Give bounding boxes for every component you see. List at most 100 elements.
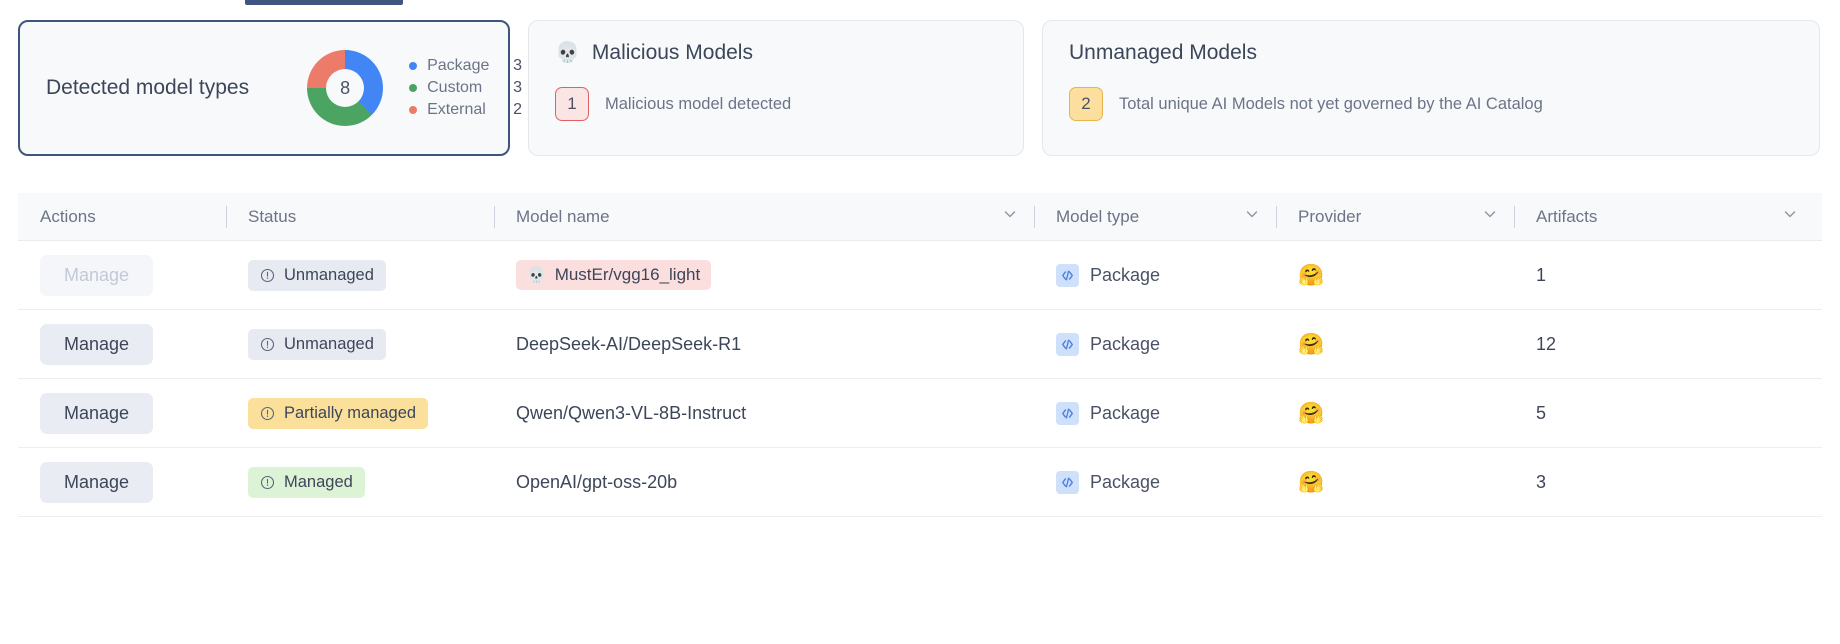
table-row[interactable]: Manage Unmanaged DeepSeek-AI/DeepSeek-R1… bbox=[18, 310, 1822, 379]
status-badge: Unmanaged bbox=[248, 259, 386, 291]
legend-dot-package bbox=[409, 62, 418, 70]
legend-label-custom: Custom bbox=[427, 79, 483, 96]
model-name-text: DeepSeek-AI/DeepSeek-R1 bbox=[516, 333, 742, 354]
cell-status: Partially managed bbox=[226, 379, 494, 447]
column-header-model-type-label: Model type bbox=[1056, 206, 1140, 226]
table-header-row: Actions Status Model name Model type Pro… bbox=[18, 193, 1822, 241]
chevron-down-icon[interactable] bbox=[1244, 206, 1260, 227]
legend-dot-custom bbox=[409, 84, 418, 92]
status-badge-label: Partially managed bbox=[284, 403, 417, 422]
manage-button[interactable]: Manage bbox=[40, 461, 154, 503]
column-header-actions-label: Actions bbox=[40, 206, 96, 226]
model-name-text: MustEr/vgg16_light bbox=[554, 265, 701, 284]
cell-artifacts: 3 bbox=[1514, 448, 1814, 516]
cell-model-type: Package bbox=[1034, 379, 1276, 447]
malicious-model-chip[interactable]: 💀 MustEr/vgg16_light bbox=[516, 260, 712, 290]
status-badge: Managed bbox=[248, 466, 365, 498]
cell-model-type: Package bbox=[1034, 241, 1276, 309]
cell-model-type: Package bbox=[1034, 310, 1276, 378]
column-header-artifacts-label: Artifacts bbox=[1536, 206, 1598, 226]
status-badge-label: Managed bbox=[284, 472, 353, 491]
detected-model-types-title: Detected model types bbox=[46, 76, 250, 99]
cell-model-name: Qwen/Qwen3-VL-8B-Instruct bbox=[494, 379, 1034, 447]
alert-circle-icon bbox=[260, 337, 275, 351]
artifacts-count: 5 bbox=[1536, 402, 1547, 423]
huggingface-icon: 🤗 bbox=[1298, 401, 1325, 425]
table-row[interactable]: Manage Unmanaged 💀 MustEr/vgg16_light Pa… bbox=[18, 241, 1822, 310]
legend-value-custom: 3 bbox=[513, 79, 523, 96]
chevron-down-icon[interactable] bbox=[1482, 206, 1498, 227]
model-types-donut-chart: 8 bbox=[307, 50, 384, 126]
unmanaged-description: Total unique AI Models not yet governed … bbox=[1119, 95, 1543, 113]
legend-label-package: Package bbox=[427, 57, 490, 74]
skull-icon: 💀 bbox=[555, 42, 580, 64]
huggingface-icon: 🤗 bbox=[1298, 263, 1325, 287]
cell-actions: Manage bbox=[18, 448, 226, 516]
cell-actions: Manage bbox=[18, 379, 226, 447]
cell-status: Unmanaged bbox=[226, 241, 494, 309]
column-header-status[interactable]: Status bbox=[226, 193, 494, 240]
legend-label-external: External bbox=[427, 101, 486, 118]
manage-button[interactable]: Manage bbox=[40, 323, 154, 365]
model-type-label: Package bbox=[1090, 333, 1161, 354]
manage-button[interactable]: Manage bbox=[40, 392, 154, 434]
legend-item-external: External 2 bbox=[409, 101, 522, 119]
column-header-provider[interactable]: Provider bbox=[1276, 193, 1514, 240]
chevron-down-icon[interactable] bbox=[1002, 206, 1018, 227]
code-brackets-icon bbox=[1056, 470, 1079, 494]
huggingface-icon: 🤗 bbox=[1298, 332, 1325, 356]
manage-button: Manage bbox=[40, 254, 154, 296]
cell-artifacts: 12 bbox=[1514, 310, 1814, 378]
cell-model-name: DeepSeek-AI/DeepSeek-R1 bbox=[494, 310, 1034, 378]
malicious-description: Malicious model detected bbox=[605, 95, 792, 113]
cell-actions: Manage bbox=[18, 310, 226, 378]
card-malicious-models[interactable]: 💀 Malicious Models 1 Malicious model det… bbox=[528, 20, 1024, 156]
donut-total-label: 8 bbox=[326, 69, 365, 107]
artifacts-count: 1 bbox=[1536, 264, 1547, 285]
cell-provider: 🤗 bbox=[1276, 379, 1514, 447]
donut-legend: Package 3 Custom 3 External 2 bbox=[409, 57, 522, 119]
skull-icon: 💀 bbox=[527, 266, 546, 284]
column-header-actions[interactable]: Actions bbox=[18, 193, 226, 240]
card-unmanaged-models[interactable]: Unmanaged Models 2 Total unique AI Model… bbox=[1042, 20, 1820, 156]
code-brackets-icon bbox=[1056, 401, 1079, 425]
cell-actions: Manage bbox=[18, 241, 226, 309]
status-badge-label: Unmanaged bbox=[284, 334, 374, 353]
unmanaged-count-badge: 2 bbox=[1069, 87, 1103, 121]
alert-circle-icon bbox=[260, 406, 275, 420]
legend-value-external: 2 bbox=[513, 101, 523, 118]
cell-artifacts: 5 bbox=[1514, 379, 1814, 447]
legend-item-package: Package 3 bbox=[409, 57, 522, 75]
model-name-text: Qwen/Qwen3-VL-8B-Instruct bbox=[516, 402, 747, 423]
code-brackets-icon bbox=[1056, 263, 1079, 287]
malicious-count-badge: 1 bbox=[555, 87, 589, 121]
code-brackets-icon bbox=[1056, 332, 1079, 356]
huggingface-icon: 🤗 bbox=[1298, 470, 1325, 494]
cell-status: Managed bbox=[226, 448, 494, 516]
status-badge: Unmanaged bbox=[248, 328, 386, 360]
column-header-artifacts[interactable]: Artifacts bbox=[1514, 193, 1814, 240]
column-header-provider-label: Provider bbox=[1298, 206, 1362, 226]
column-header-model-name[interactable]: Model name bbox=[494, 193, 1034, 240]
chevron-down-icon[interactable] bbox=[1782, 206, 1798, 227]
summary-cards: Detected model types 8 Package 3 Custom … bbox=[18, 20, 1822, 156]
cell-provider: 🤗 bbox=[1276, 310, 1514, 378]
artifacts-count: 3 bbox=[1536, 471, 1547, 492]
malicious-models-title: Malicious Models bbox=[591, 41, 753, 64]
unmanaged-models-title: Unmanaged Models bbox=[1069, 41, 1257, 64]
tab-strip bbox=[0, 0, 1840, 6]
model-type-label: Package bbox=[1090, 402, 1161, 423]
column-header-status-label: Status bbox=[248, 206, 297, 226]
card-detected-model-types[interactable]: Detected model types 8 Package 3 Custom … bbox=[18, 20, 522, 156]
column-header-model-name-label: Model name bbox=[516, 206, 610, 226]
table-row[interactable]: Manage Managed OpenAI/gpt-oss-20b Packag… bbox=[18, 448, 1822, 517]
model-name-text: OpenAI/gpt-oss-20b bbox=[516, 471, 678, 492]
alert-circle-icon bbox=[260, 268, 275, 282]
models-table: Actions Status Model name Model type Pro… bbox=[18, 193, 1822, 517]
status-badge-label: Unmanaged bbox=[284, 265, 374, 284]
legend-value-package: 3 bbox=[513, 57, 523, 74]
column-header-model-type[interactable]: Model type bbox=[1034, 193, 1276, 240]
legend-dot-external bbox=[409, 106, 418, 114]
table-row[interactable]: Manage Partially managed Qwen/Qwen3-VL-8… bbox=[18, 379, 1822, 448]
cell-artifacts: 1 bbox=[1514, 241, 1814, 309]
